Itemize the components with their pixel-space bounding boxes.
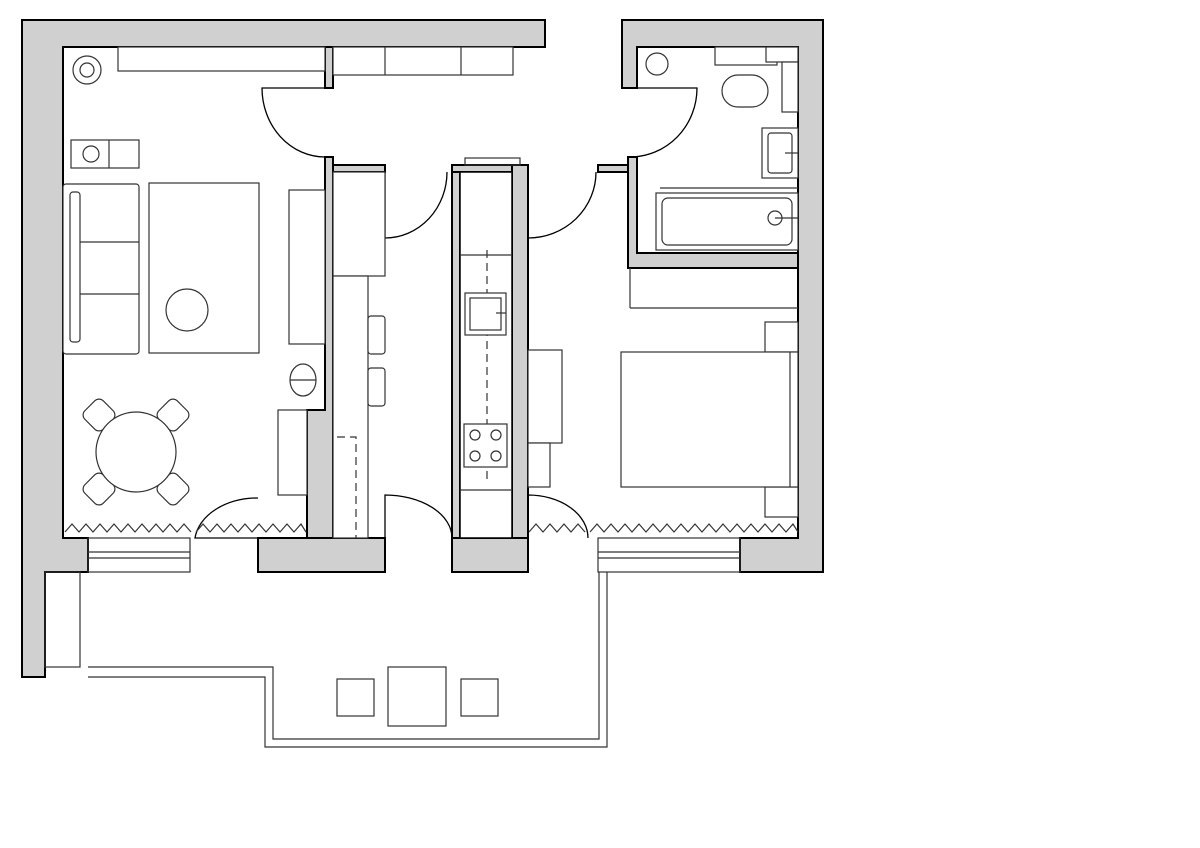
burner bbox=[469, 450, 481, 462]
walls bbox=[21, 19, 824, 678]
bath-shelf bbox=[765, 46, 799, 63]
kitchen bbox=[460, 250, 512, 491]
balcony-outline-outer bbox=[88, 572, 608, 748]
hall-cabinet bbox=[332, 46, 514, 76]
balcony-door-left bbox=[194, 497, 259, 539]
door-storage bbox=[384, 171, 448, 239]
wardrobe bbox=[332, 171, 386, 277]
curtain-living bbox=[64, 523, 192, 533]
sofa bbox=[62, 183, 140, 355]
burner bbox=[490, 429, 502, 441]
kitchen-area bbox=[459, 171, 513, 539]
balcony-door-middle bbox=[384, 494, 453, 539]
balcony-chair bbox=[336, 678, 375, 717]
balcony bbox=[44, 571, 608, 748]
nightstand bbox=[764, 486, 799, 518]
balcony-door-right bbox=[527, 494, 589, 539]
floor-lamp-inner bbox=[79, 62, 95, 78]
sofa-back bbox=[69, 191, 81, 343]
bedroom-desk bbox=[527, 349, 563, 444]
balcony-chair bbox=[460, 678, 499, 717]
bathtub-inner bbox=[661, 197, 793, 246]
balcony-table bbox=[387, 666, 447, 727]
curtain-bedroom bbox=[528, 523, 586, 533]
desk bbox=[277, 409, 308, 496]
window-living bbox=[87, 537, 191, 573]
sink-basin bbox=[469, 297, 502, 331]
stool bbox=[367, 315, 386, 355]
hallway bbox=[332, 46, 514, 539]
dining-table bbox=[95, 411, 177, 493]
burner bbox=[490, 450, 502, 462]
toilet bbox=[721, 74, 769, 108]
bedroom-left-wall bbox=[511, 164, 529, 539]
tv-cabinet bbox=[288, 189, 326, 345]
corridor-top-wall bbox=[332, 164, 386, 173]
entry-door-right bbox=[629, 87, 698, 158]
nightstand bbox=[764, 321, 799, 353]
bath-cabinet bbox=[781, 61, 799, 113]
curtain-living-right bbox=[195, 522, 307, 533]
kitchen-window bbox=[464, 157, 521, 166]
entry-door-left bbox=[261, 87, 326, 158]
coffee-table bbox=[165, 288, 209, 332]
dashed-outline bbox=[337, 436, 357, 538]
side-table-lamp bbox=[82, 145, 100, 163]
wall-bottom-left bbox=[257, 537, 386, 573]
balcony-side-glazing bbox=[44, 571, 81, 668]
bedroom bbox=[527, 268, 799, 518]
living-room bbox=[62, 46, 326, 506]
washing-machine bbox=[645, 52, 669, 76]
wall-shelf bbox=[117, 46, 326, 72]
corridor-counter bbox=[332, 275, 369, 539]
wall-bottom-middle bbox=[451, 537, 529, 573]
partition-top-left bbox=[324, 46, 334, 89]
balcony-outline-inner bbox=[88, 572, 600, 740]
window-bedroom bbox=[597, 537, 741, 573]
doors bbox=[194, 87, 698, 539]
stool bbox=[367, 367, 386, 407]
burner bbox=[469, 429, 481, 441]
side-table bbox=[70, 139, 140, 169]
stove bbox=[463, 423, 508, 468]
bedroom-chair bbox=[527, 442, 551, 488]
bed bbox=[620, 351, 799, 488]
windows bbox=[87, 157, 741, 573]
curtain-bedroom-right bbox=[589, 522, 799, 533]
kitchen-left-wall bbox=[451, 164, 461, 539]
door-bedroom bbox=[527, 171, 597, 239]
curtains bbox=[64, 522, 799, 533]
rug bbox=[148, 182, 260, 354]
bathroom bbox=[645, 46, 799, 251]
